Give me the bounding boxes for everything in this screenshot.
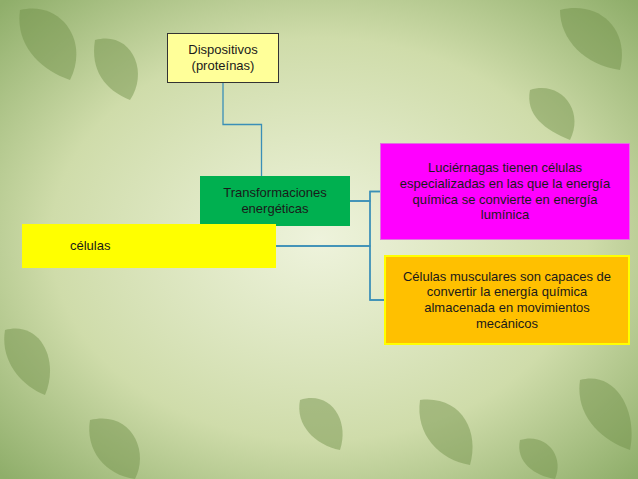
leaf — [579, 378, 631, 450]
connector-line — [223, 83, 262, 176]
leaf — [89, 418, 140, 479]
leaf — [529, 88, 574, 140]
connector-line — [350, 192, 380, 202]
leaf — [299, 398, 342, 450]
node-text: Células musculares son capaces de conver… — [394, 269, 620, 331]
example-box: Células musculares son capaces de conver… — [384, 255, 630, 345]
leaf — [19, 8, 76, 80]
node-text: Dispositivos (proteínas) — [174, 42, 272, 73]
node-text: Luciérnagas tienen células especializada… — [389, 160, 621, 222]
connector-line — [350, 201, 384, 300]
leaf — [4, 328, 50, 395]
leaf — [560, 8, 622, 70]
example-box: Luciérnagas tienen células especializada… — [380, 143, 630, 240]
leaf — [94, 38, 138, 100]
leaves — [4, 8, 631, 479]
root-box: células — [22, 224, 276, 268]
node-text: Transformaciones energéticas — [206, 185, 344, 216]
leaf — [519, 438, 557, 479]
connector-line — [276, 246, 384, 300]
concept-box: Transformaciones energéticas — [200, 176, 350, 226]
node-text: células — [70, 238, 110, 254]
component-box: Dispositivos (proteínas) — [167, 33, 279, 83]
leaf — [419, 400, 472, 465]
